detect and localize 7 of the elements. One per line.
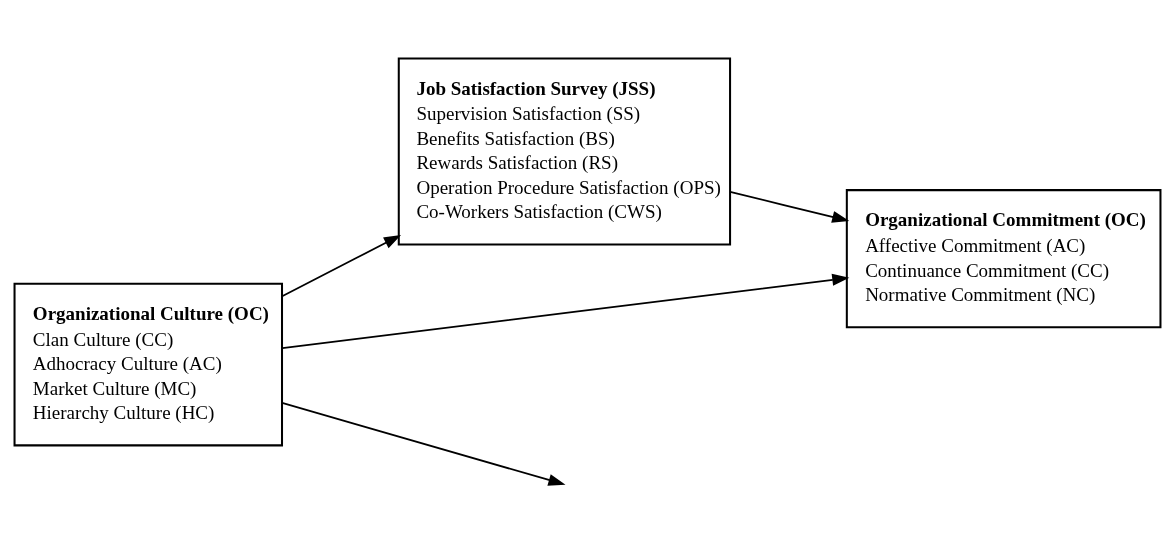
arrow [729, 190, 850, 223]
node-box: Job Satisfaction Survey (JSS) Supervision Satisfaction (SS) Benefits Satisfaction (BS) Rewards Satisfaction (RS) Operation Procedure Satisfaction (OPS) Co-Workers Satisfaction (CWS) [397, 56, 732, 245]
arrow [281, 234, 402, 297]
arrow [281, 401, 566, 486]
arrow [281, 273, 850, 349]
node-box: Organizational Commitment (OC) Affective Commitment (AC) Continuance Commitment (CC) Normative Commitment (NC) [845, 188, 1162, 328]
node-box: Organizational Culture (OC) Clan Culture (CC) Adhocracy Culture (AC) Market Culture (MC) Hierarchy Culture (HC) [13, 282, 284, 446]
